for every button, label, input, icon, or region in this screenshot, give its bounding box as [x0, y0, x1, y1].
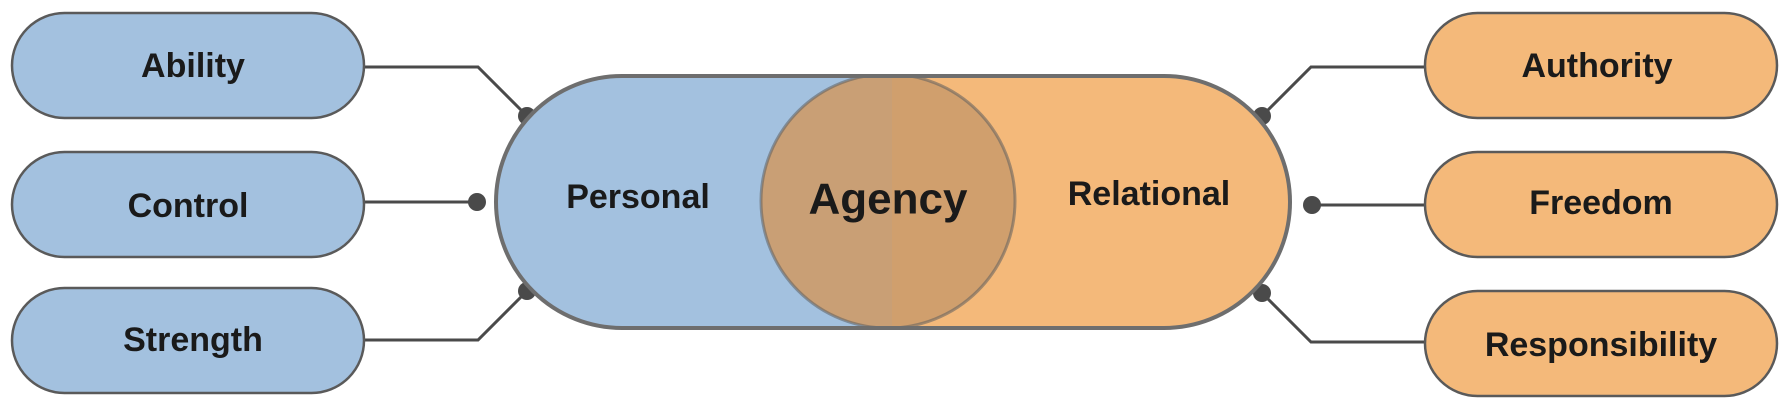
connector-ability	[364, 65, 529, 118]
pill-strength: Strength	[10, 286, 366, 395]
pill-authority: Authority	[1423, 11, 1779, 120]
pill-control: Control	[10, 150, 366, 259]
pill-label-freedom: Freedom	[1529, 184, 1673, 222]
pill-label-authority: Authority	[1521, 47, 1672, 85]
connector-dot-control	[468, 193, 486, 211]
right-pills: Authority Freedom Responsibility	[1423, 11, 1779, 398]
connector-strength	[364, 289, 529, 342]
relational-label: Relational	[1068, 175, 1230, 213]
personal-label: Personal	[566, 178, 710, 216]
pill-freedom: Freedom	[1423, 150, 1779, 259]
pill-label-ability: Ability	[141, 47, 245, 85]
capsule-outline	[494, 74, 1292, 330]
pill-ability: Ability	[10, 11, 366, 120]
agency-label: Agency	[809, 175, 968, 224]
left-connectors	[364, 65, 536, 342]
pill-label-control: Control	[128, 187, 249, 225]
connector-authority	[1260, 65, 1425, 118]
center-capsule: Personal Agency Relational	[494, 74, 1292, 330]
pill-label-responsibility: Responsibility	[1485, 326, 1717, 364]
connector-responsibility	[1260, 291, 1425, 344]
left-pills: Ability Control Strength	[10, 11, 366, 395]
pill-label-strength: Strength	[123, 321, 263, 359]
connector-dot-freedom	[1303, 196, 1321, 214]
pill-responsibility: Responsibility	[1423, 289, 1779, 398]
agency-overlap-circle	[759, 76, 1017, 328]
